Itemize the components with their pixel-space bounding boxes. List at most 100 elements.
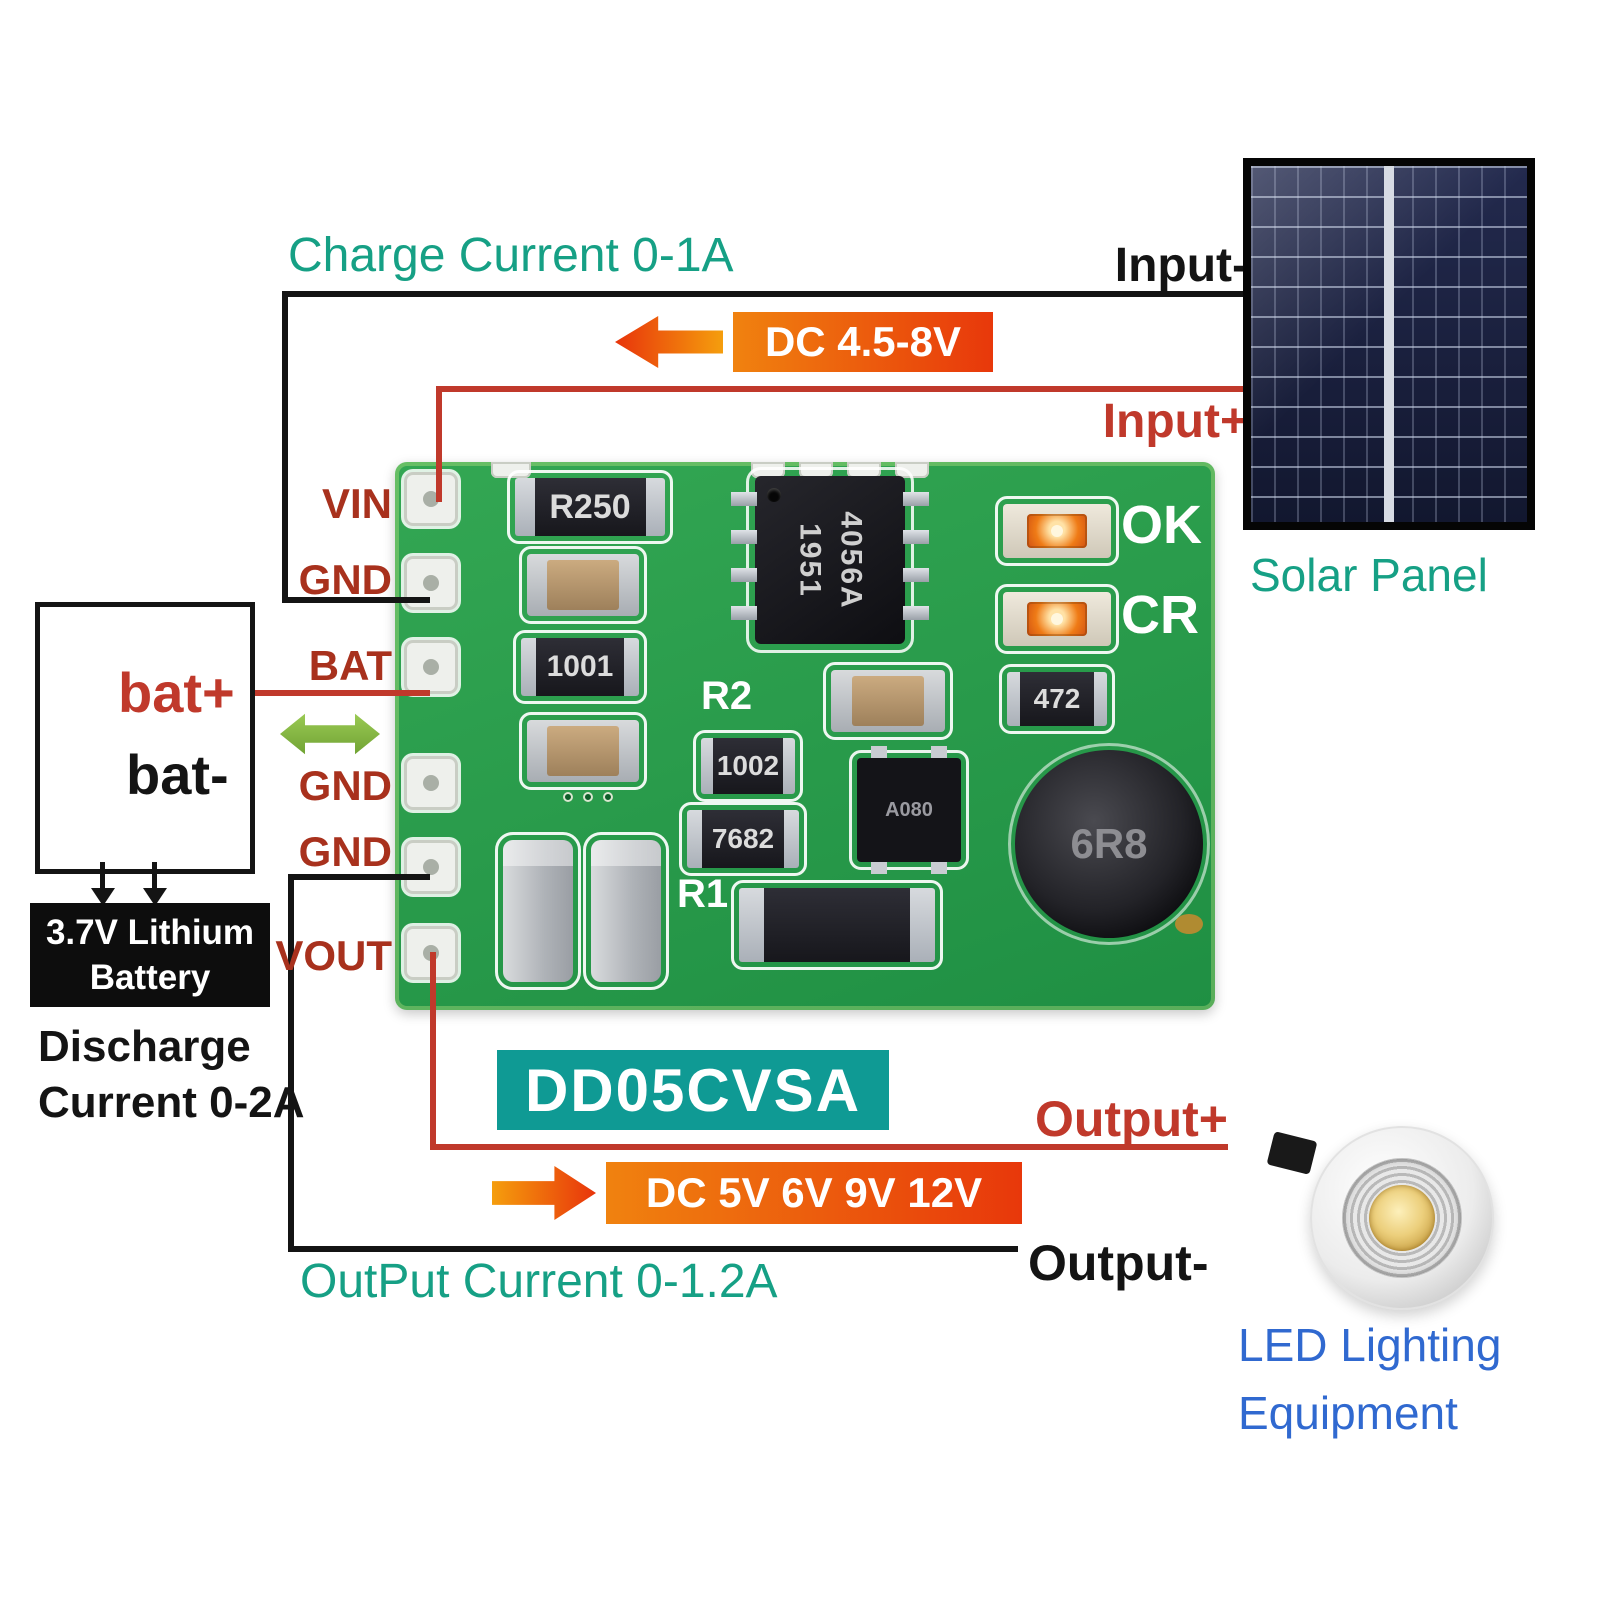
- inductor-marking: 6R8: [1070, 820, 1148, 867]
- resistor-1002: 1002: [693, 730, 803, 802]
- battery-arrow-head-icon: [91, 888, 115, 906]
- led-equipment-line2: Equipment: [1238, 1387, 1458, 1439]
- led-body: [1310, 1126, 1494, 1310]
- pcb-edge-pad: [895, 462, 929, 478]
- ic-pin: [731, 568, 757, 582]
- inductor: 6R8: [1008, 743, 1210, 945]
- led-cable-box: [1266, 1131, 1318, 1175]
- output-negative-wire-bottom: [288, 1246, 1018, 1252]
- input-positive-wire-drop: [436, 386, 442, 502]
- ic-pin: [731, 492, 757, 506]
- output-negative-wire-drop: [288, 874, 294, 1252]
- battery-arrow-line: [152, 862, 157, 890]
- cr-led: [995, 584, 1119, 654]
- solder-blob: [1175, 914, 1203, 934]
- battery-type-line2: Battery: [89, 958, 211, 997]
- ic-pin: [903, 530, 929, 544]
- capacitor: [519, 546, 647, 624]
- output-positive-wire-drop: [430, 952, 436, 1148]
- sot-pin: [871, 862, 887, 874]
- output-current-label: OutPut Current 0-1.2A: [300, 1255, 778, 1308]
- input-negative-wire-top: [282, 291, 1248, 297]
- pin-label-vout: VOUT: [275, 932, 392, 979]
- charge-ic-4056: 4056A 1951: [746, 467, 914, 653]
- ic-pin: [903, 492, 929, 506]
- pin-label-gnd2: GND: [298, 762, 392, 809]
- resistor-7682: 7682: [679, 802, 807, 876]
- cr-led-die: [1026, 601, 1088, 637]
- r2-silkscreen: R2: [701, 674, 753, 718]
- sot-pin: [931, 862, 947, 874]
- pin-label-vin: VIN: [321, 480, 392, 527]
- via: [563, 792, 573, 802]
- pad-vin: [404, 472, 458, 526]
- bat-minus-label: bat-: [126, 743, 229, 806]
- pcb-edge-pad: [491, 462, 531, 478]
- battery-outline: [35, 602, 255, 874]
- battery-type-banner: 3.7V Lithium Battery: [30, 903, 270, 1007]
- ic-pin: [731, 606, 757, 620]
- ok-led-die: [1026, 513, 1088, 549]
- input-negative-wire-drop: [282, 291, 288, 603]
- module-name-text: DD05CVSA: [524, 1056, 862, 1124]
- pin-label-bat: BAT: [308, 642, 392, 689]
- ic-pin: [903, 606, 929, 620]
- input-negative-wire-to-gnd: [282, 597, 430, 603]
- ic-pin: [903, 568, 929, 582]
- solar-panel-image: [1243, 158, 1535, 530]
- resistor-472: 472: [999, 664, 1115, 734]
- output-minus-label: Output-: [1028, 1235, 1209, 1291]
- output-voltage-banner: DC 5V 6V 9V 12V: [606, 1162, 1022, 1224]
- battery-arrow-head-icon: [143, 888, 167, 906]
- pin-label-gnd3: GND: [298, 828, 392, 875]
- input-plus-label: Input+: [1102, 395, 1248, 448]
- sot-pin: [931, 746, 947, 758]
- resistor-r250: R250: [507, 470, 673, 544]
- output-positive-wire-bottom: [430, 1144, 1228, 1150]
- pad-gnd3: [404, 840, 458, 894]
- led-downlight-image: [1240, 1118, 1532, 1318]
- boost-ic-marking: A080: [885, 798, 933, 821]
- solar-cell-divider: [1384, 166, 1394, 522]
- ok-led: [995, 496, 1119, 566]
- pad-bat: [404, 640, 458, 694]
- pcb-edge-pad: [847, 462, 881, 478]
- boost-ic: A080: [849, 746, 969, 874]
- bidirectional-arrow-icon: [280, 713, 380, 755]
- capacitor: [519, 712, 647, 790]
- battery-positive-wire: [238, 690, 430, 696]
- pcb-edge-pad: [751, 462, 785, 478]
- sot-pin: [871, 746, 887, 758]
- output-capacitor: [583, 832, 669, 990]
- resistor-r250-marking: R250: [549, 487, 631, 526]
- output-negative-wire-to-gnd: [288, 874, 430, 880]
- input-positive-wire-top: [436, 386, 1254, 392]
- cr-silkscreen: CR: [1121, 585, 1199, 645]
- pin-label-gnd1: GND: [298, 556, 392, 603]
- diode: [731, 880, 943, 970]
- output-direction-arrow-icon: [492, 1166, 596, 1220]
- capacitor: [823, 662, 953, 740]
- output-plus-label: Output+: [1034, 1091, 1228, 1147]
- charge-direction-arrow-icon: [615, 316, 723, 368]
- ic-pin1-dot: [767, 488, 781, 502]
- ic-pin: [731, 530, 757, 544]
- pad-gnd2: [404, 756, 458, 810]
- input-voltage-text: DC 4.5-8V: [764, 318, 962, 365]
- led-emitter: [1369, 1185, 1435, 1251]
- via: [583, 792, 593, 802]
- pcb-board: R250 4056A 1951 OK CR 1001 R2: [395, 462, 1215, 1010]
- via: [603, 792, 613, 802]
- input-minus-label: Input-: [1114, 239, 1248, 292]
- led-equipment-line1: LED Lighting: [1238, 1319, 1502, 1371]
- pcb-edge-pad: [799, 462, 833, 478]
- discharge-current-line2: Current 0-2A: [38, 1078, 305, 1127]
- ic-marking: 4056A 1951: [794, 510, 868, 610]
- resistor-1001: 1001: [513, 630, 647, 704]
- bat-plus-label: bat+: [118, 661, 235, 724]
- battery-arrow-line: [100, 862, 105, 890]
- ok-silkscreen: OK: [1121, 495, 1202, 555]
- r1-silkscreen: R1: [677, 872, 729, 916]
- battery-type-line1: 3.7V Lithium: [45, 912, 255, 952]
